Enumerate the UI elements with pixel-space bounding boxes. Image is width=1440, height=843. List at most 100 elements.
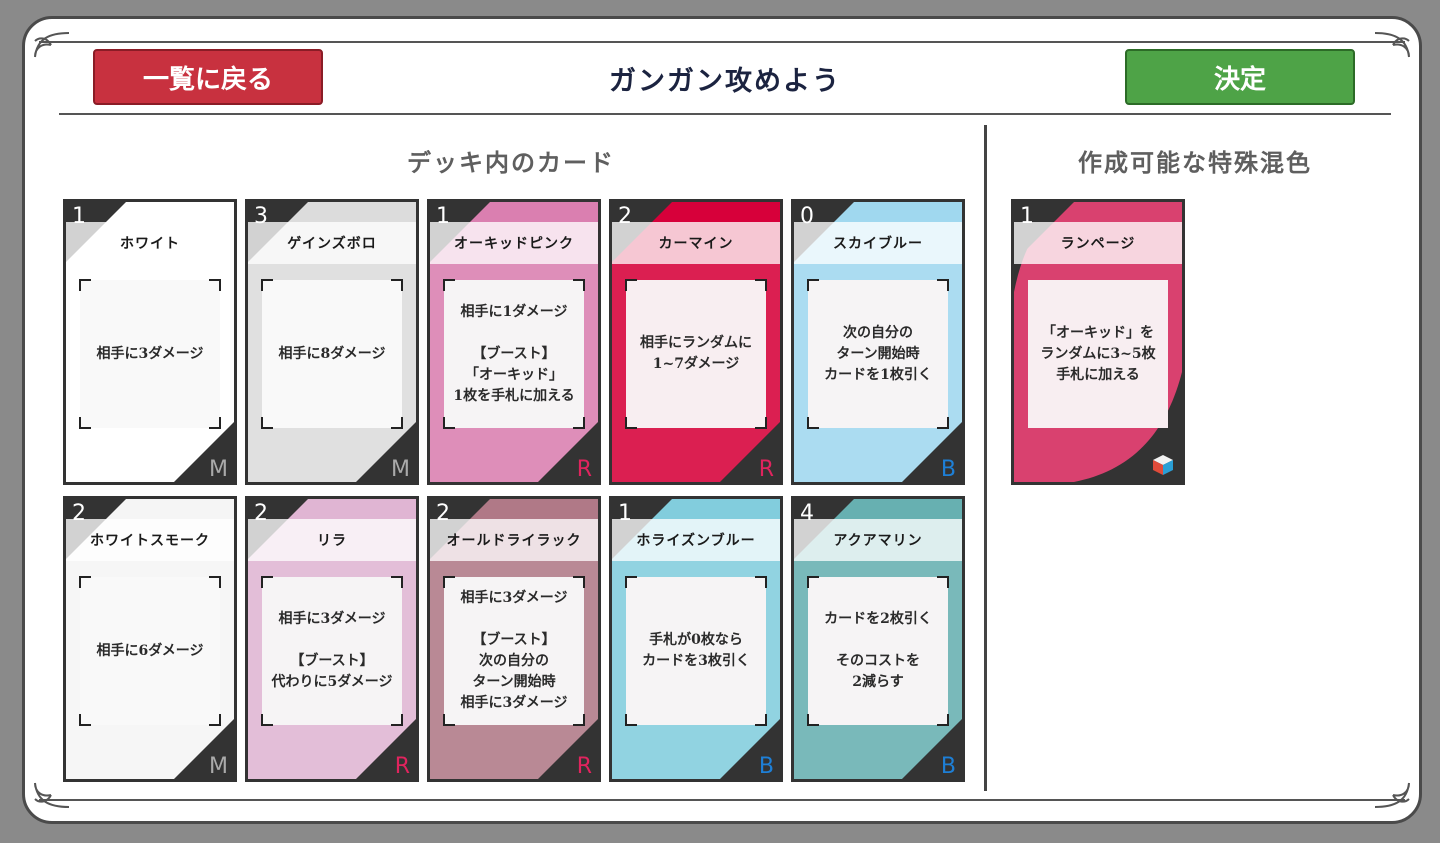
card-name: アクアマリン: [794, 519, 962, 561]
card-text-box: 「オーキッド」を ランダムに3~5枚 手札に加える: [1028, 280, 1168, 428]
card-rarity: R: [758, 457, 774, 482]
frame-bracket: [79, 714, 91, 726]
inner-frame: [39, 41, 1405, 801]
special-section-title: 作成可能な特殊混色: [1078, 148, 1312, 177]
card-text-box: 次の自分の ターン開始時 カードを1枚引く: [807, 279, 949, 429]
corner-ornament: [1371, 769, 1415, 813]
card-name: リラ: [248, 519, 416, 561]
card-name: ゲインズボロ: [248, 222, 416, 264]
card-name: ホライズンブルー: [612, 519, 780, 561]
card-rarity: B: [758, 754, 774, 779]
frame-bracket: [79, 576, 91, 588]
card-text-box: 相手に3ダメージ: [79, 279, 221, 429]
card-rarity: M: [391, 457, 410, 482]
frame-bracket: [807, 714, 819, 726]
corner-ornament: [29, 769, 73, 813]
corner-ornament: [1371, 27, 1415, 71]
rarity-corner: [356, 719, 416, 779]
card-rarity: M: [209, 754, 228, 779]
frame-bracket: [209, 576, 221, 588]
card-effect-text: 相手に3ダメージ 【ブースト】 代わりに5ダメージ: [271, 611, 393, 690]
card-text-box: 相手に6ダメージ: [79, 576, 221, 726]
card-text-box: 相手に3ダメージ 【ブースト】 代わりに5ダメージ: [261, 576, 403, 726]
header-divider: [59, 113, 1391, 115]
rarity-corner: [902, 719, 962, 779]
rarity-corner: [902, 422, 962, 482]
card-text-box: 相手にランダムに 1~7ダメージ: [625, 279, 767, 429]
card-text-box: 手札が0枚なら カードを3枚引く: [625, 576, 767, 726]
card-effect-text: 相手に8ダメージ: [278, 345, 386, 362]
section-divider: [984, 125, 987, 791]
card-rarity: R: [576, 754, 592, 779]
card-rarity: M: [209, 457, 228, 482]
frame-bracket: [625, 279, 637, 291]
frame-bracket: [79, 417, 91, 429]
card-effect-text: 相手に6ダメージ: [96, 642, 204, 659]
cube-icon: [1153, 455, 1173, 475]
frame-bracket: [807, 279, 819, 291]
frame-bracket: [443, 417, 455, 429]
card-name: ホワイトスモーク: [66, 519, 234, 561]
back-to-list-button[interactable]: 一覧に戻る: [93, 49, 323, 105]
frame-bracket: [79, 279, 91, 291]
frame-bracket: [937, 279, 949, 291]
frame-bracket: [755, 279, 767, 291]
frame-bracket: [755, 576, 767, 588]
card-text-box: 相手に8ダメージ: [261, 279, 403, 429]
rarity-corner: [720, 719, 780, 779]
rarity-corner: [356, 422, 416, 482]
card-rarity: R: [394, 754, 410, 779]
frame-bracket: [807, 417, 819, 429]
frame-bracket: [391, 279, 403, 291]
frame-bracket: [209, 279, 221, 291]
card-effect-text: 相手に1ダメージ 【ブースト】 「オーキッド」 1枚を手札に加える: [453, 303, 575, 404]
rarity-corner: [174, 719, 234, 779]
frame-bracket: [391, 576, 403, 588]
page-title: ガンガン攻めよう: [609, 66, 841, 97]
card-effect-text: 「オーキッド」を ランダムに3~5枚 手札に加える: [1040, 324, 1156, 383]
card-text-box: カードを2枚引く そのコストを 2減らす: [807, 576, 949, 726]
frame-bracket: [625, 576, 637, 588]
card-rarity: B: [940, 457, 956, 482]
card-effect-text: 手札が0枚なら カードを3枚引く: [642, 632, 750, 669]
frame-bracket: [443, 279, 455, 291]
card-effect-text: 相手に3ダメージ 【ブースト】 次の自分の ターン開始時 相手に3ダメージ: [460, 590, 568, 711]
card-rarity: B: [940, 754, 956, 779]
frame-bracket: [443, 576, 455, 588]
card-effect-text: 相手に3ダメージ: [96, 345, 204, 362]
card-name: カーマイン: [612, 222, 780, 264]
confirm-button[interactable]: 決定: [1125, 49, 1355, 105]
frame-bracket: [625, 714, 637, 726]
card-name: スカイブルー: [794, 222, 962, 264]
frame-bracket: [937, 576, 949, 588]
card-name: オーキッドピンク: [430, 222, 598, 264]
rarity-corner: [538, 719, 598, 779]
frame-bracket: [261, 417, 273, 429]
corner-ornament: [29, 27, 73, 71]
card-rarity: R: [576, 457, 592, 482]
card-effect-text: 相手にランダムに 1~7ダメージ: [640, 335, 752, 372]
frame-bracket: [443, 714, 455, 726]
deck-section-title: デッキ内のカード: [407, 148, 615, 177]
